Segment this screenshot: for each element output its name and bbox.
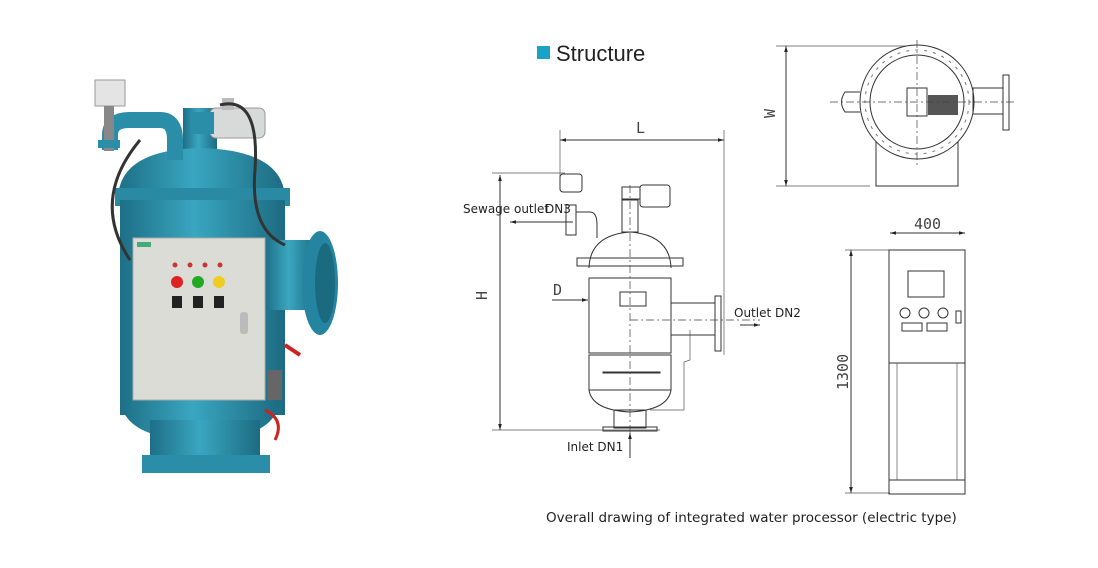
dim-width-w: W xyxy=(761,108,779,118)
heading-title: Structure xyxy=(556,41,645,66)
control-cabinet-drawing: 400 1300 xyxy=(834,215,966,495)
dim-height: H xyxy=(473,291,491,300)
dim-diameter: D xyxy=(553,281,562,299)
top-view-drawing: W xyxy=(761,40,1015,187)
cabinet-height: 1300 xyxy=(834,354,852,390)
sewage-outlet-label: Sewage outlet xyxy=(463,202,549,216)
heading-marker xyxy=(537,46,550,59)
motor xyxy=(190,98,266,139)
section-heading: Structure xyxy=(537,41,645,66)
inlet-label: Inlet DN1 xyxy=(567,440,623,454)
outlet-label: Outlet DN2 xyxy=(734,306,801,320)
dn3-label: DN3 xyxy=(545,202,571,216)
control-box-photo xyxy=(132,237,266,401)
dim-length: L xyxy=(636,119,645,137)
figure-caption: Overall drawing of integrated water proc… xyxy=(546,510,957,526)
outlet-flange-photo xyxy=(265,231,338,335)
sewage-valve-photo xyxy=(94,79,183,160)
product-photo xyxy=(94,79,338,473)
front-view-drawing: L H D Sewage outlet DN3 O xyxy=(463,119,801,458)
cabinet-width: 400 xyxy=(914,215,941,233)
